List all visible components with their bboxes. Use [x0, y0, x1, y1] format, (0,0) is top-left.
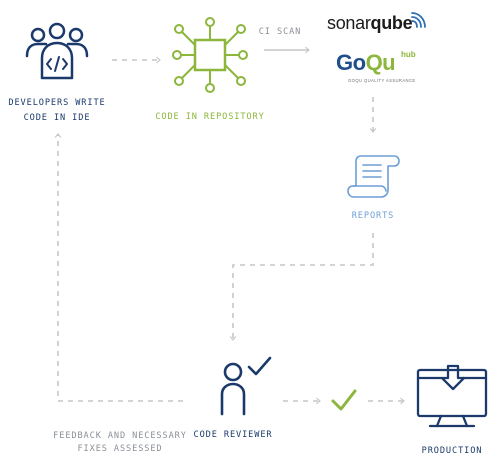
arrow-reports-to-reviewer: [229, 233, 374, 341]
goqu-hub-label: hub: [401, 50, 416, 59]
arrow-feedback-to-dev: [54, 133, 183, 402]
feedback-label-line1: FEEDBACK AND NECESSARY: [53, 431, 187, 441]
goqu-logo-part2: Qu: [365, 50, 396, 75]
developers-label: DEVELOPERS WRITE CODE IN IDE: [2, 96, 112, 126]
goqu-tagline: GOQU QUALITY ASSURANCE: [348, 78, 416, 83]
ci-scan-label: CI SCAN: [258, 27, 302, 37]
reports-label: REPORTS: [351, 211, 395, 221]
developers-label-line2: CODE IN IDE: [23, 113, 91, 123]
feedback-label-line2: FIXES ASSESSED: [77, 444, 163, 454]
sonarqube-logo: sonarqube: [327, 13, 413, 34]
reviewer-label: CODE REVIEWER: [193, 430, 273, 440]
production-label: PRODUCTION: [421, 446, 483, 456]
goqu-logo-part1: Go: [336, 50, 366, 75]
sonarqube-logo-part2: qube: [370, 13, 413, 33]
goqu-logo: GoQu: [336, 50, 396, 76]
feedback-label: FEEDBACK AND NECESSARY FIXES ASSESSED: [30, 430, 210, 456]
repository-label: CODE IN REPOSITORY: [155, 112, 265, 122]
sonarqube-logo-part1: sonar: [327, 13, 371, 33]
developers-label-line1: DEVELOPERS WRITE: [8, 98, 106, 108]
